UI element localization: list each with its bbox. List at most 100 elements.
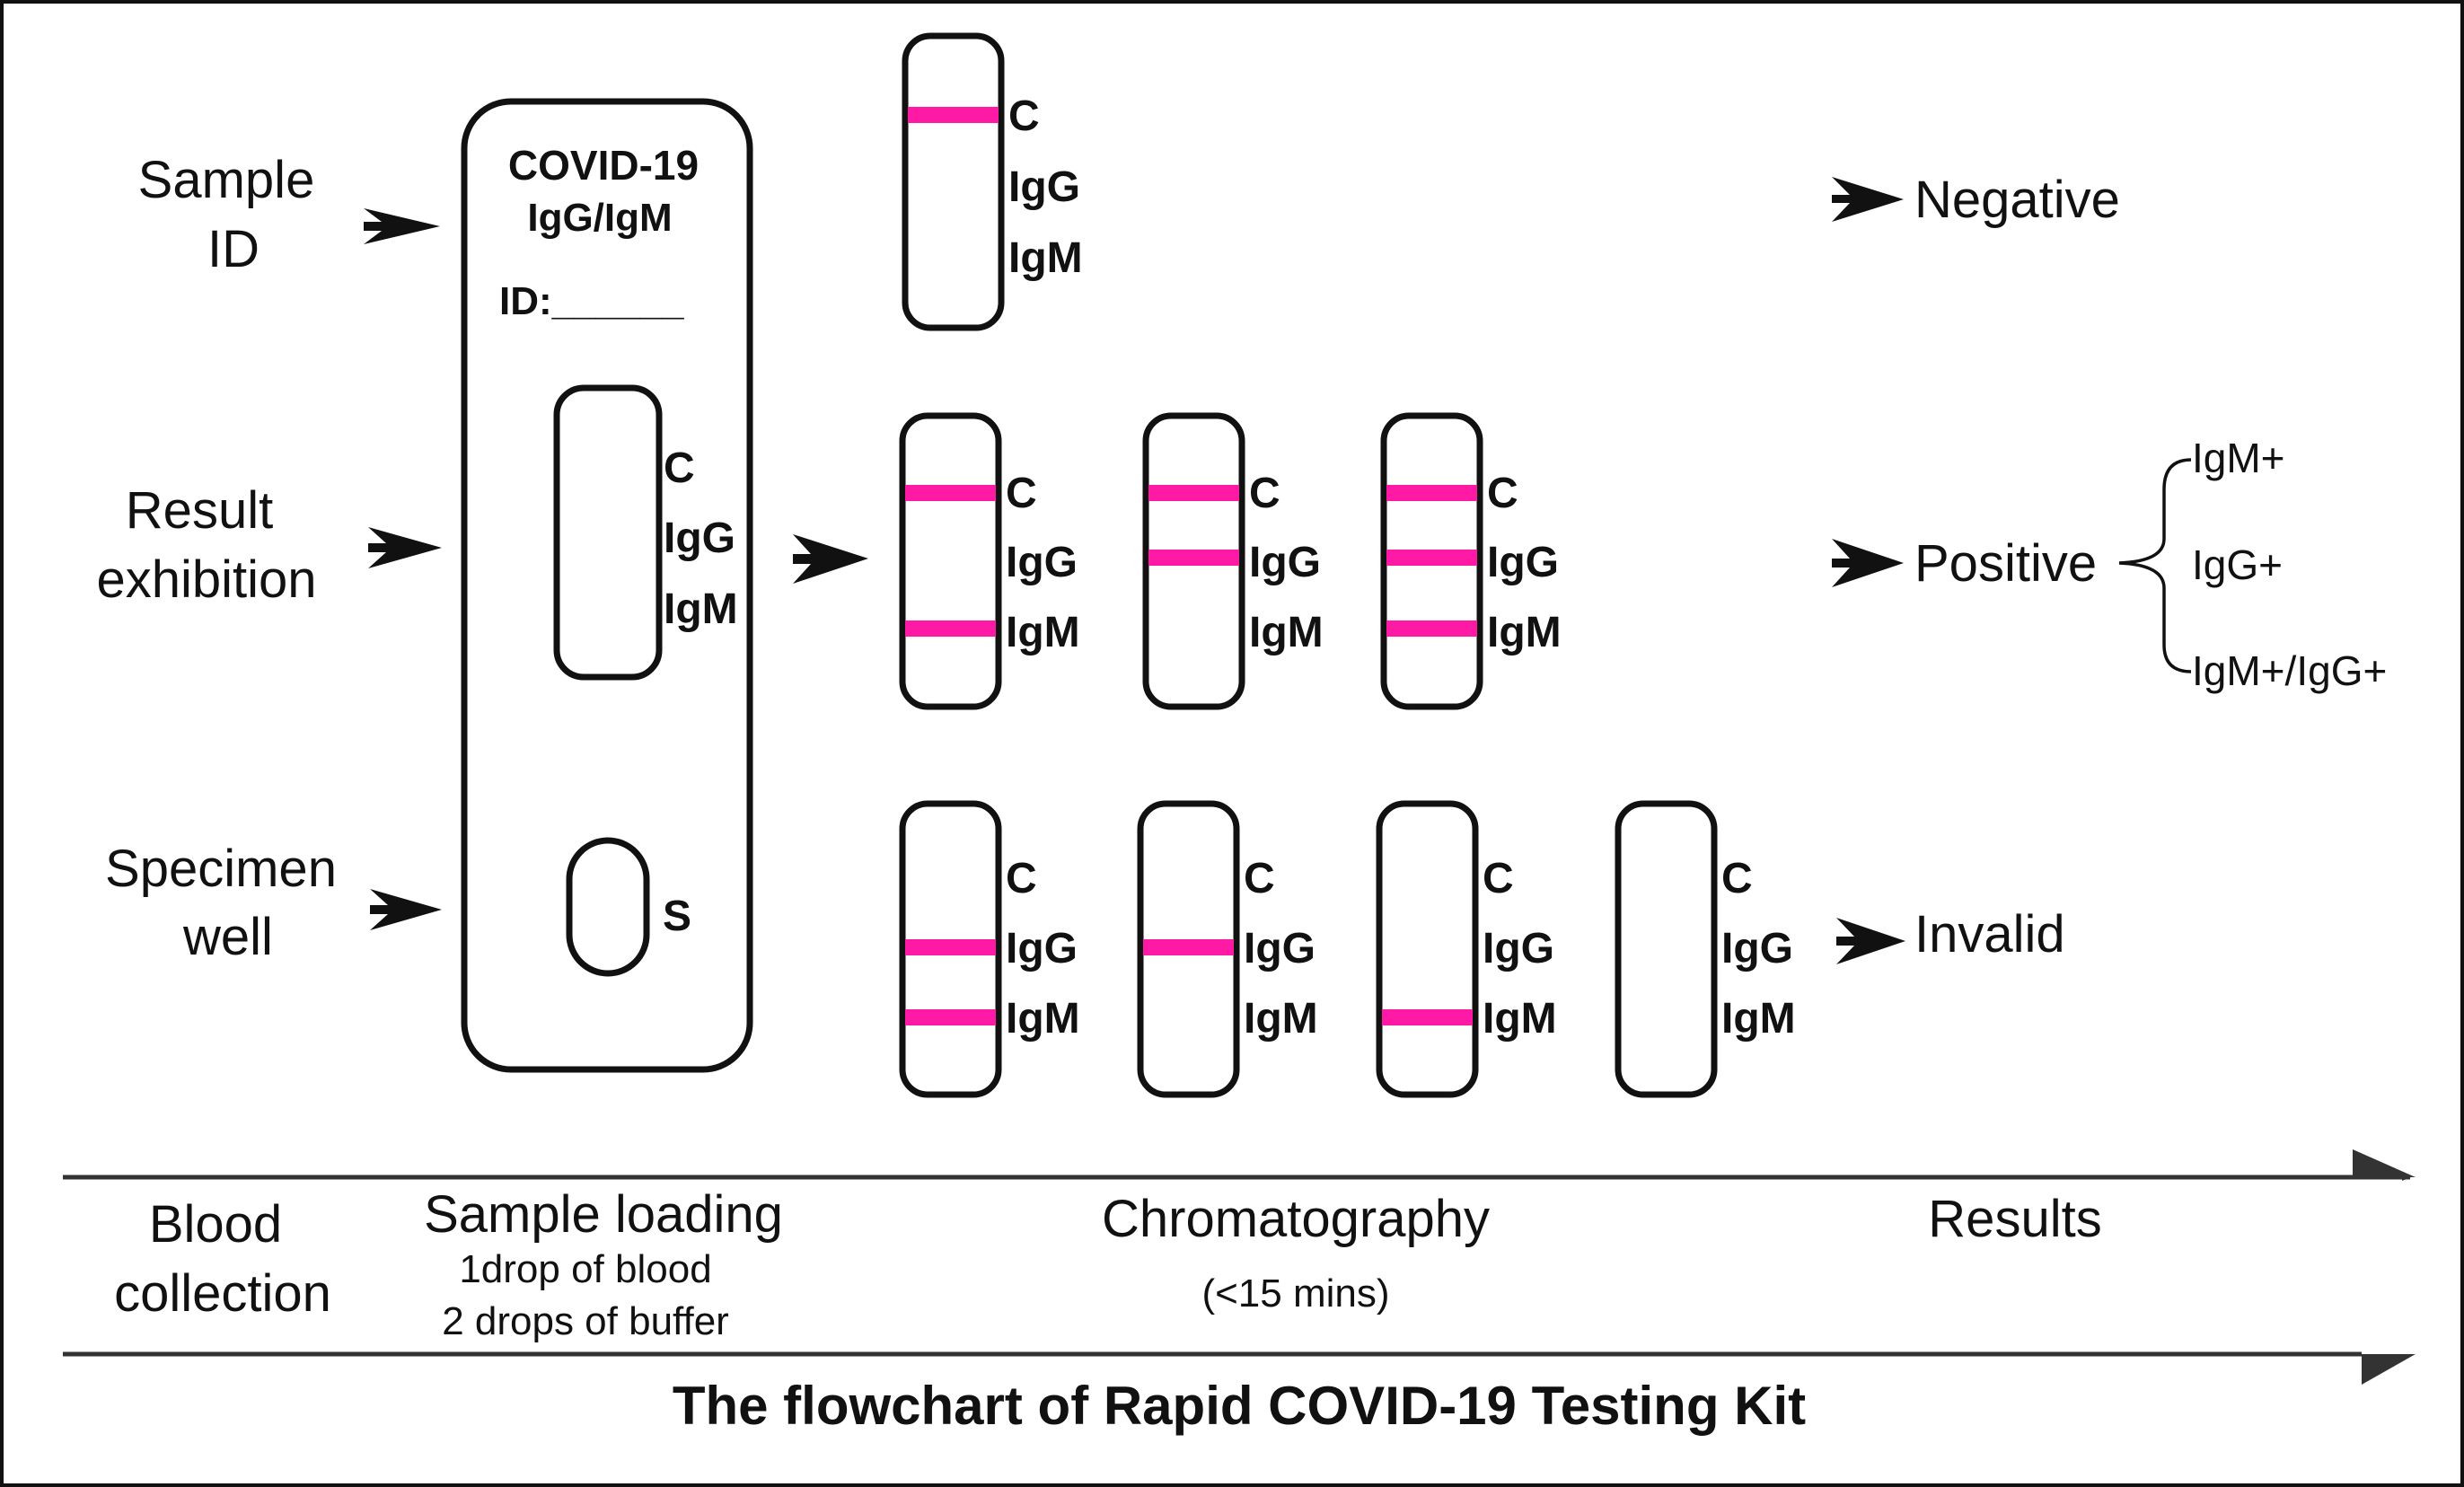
strip-positive-1: C IgG IgM	[899, 412, 1080, 710]
strip-label-c: C	[1006, 470, 1037, 517]
test-cassette: COVID-19 IgG/IgM ID:______ C IgG IgM S	[461, 98, 753, 1073]
arrow-negative	[1832, 177, 1904, 222]
strip-label-igg: IgG	[1249, 539, 1321, 586]
stage-sample-loading-detail-1: 1drop of blood	[459, 1247, 711, 1291]
strip-label-igg: IgG	[1006, 925, 1078, 972]
label-sample-id-line2: ID	[207, 220, 260, 278]
strip-label-igm: IgM	[1008, 234, 1083, 282]
cassette-id-label: ID:______	[499, 279, 684, 323]
strip-label-igm: IgM	[1006, 995, 1080, 1043]
strip-invalid-1: C IgG IgM	[899, 800, 1080, 1098]
strip-label-igg: IgG	[1006, 539, 1078, 586]
subtype-igg: IgG+	[2192, 541, 2283, 588]
band-c	[908, 107, 999, 123]
strip-negative-1: C IgG IgM	[902, 32, 1083, 331]
result-negative: Negative	[1914, 171, 2120, 229]
cassette-well-label: S	[663, 893, 691, 940]
strip-label-igg: IgG	[1487, 539, 1559, 586]
strip-label-c: C	[1008, 92, 1040, 140]
band-igg	[1386, 550, 1477, 566]
cassette-window-label-c: C	[664, 444, 695, 492]
arrow-specimen-well	[370, 889, 442, 930]
strip-invalid-3: C IgG IgM	[1376, 800, 1557, 1098]
arrow-invalid	[1836, 918, 1905, 964]
label-sample-id-line1: Sample	[138, 151, 315, 209]
label-specimen-well-line1: Specimen	[105, 840, 337, 898]
strip-label-igg: IgG	[1721, 925, 1793, 972]
subtype-igm: IgM+	[2192, 435, 2285, 481]
arrow-result-exhibition	[368, 527, 442, 568]
stage-blood-collection-line1: Blood	[149, 1195, 282, 1254]
strip-label-igg: IgG	[1483, 925, 1554, 972]
band-igm	[905, 620, 996, 637]
strip-label-c: C	[1249, 470, 1280, 517]
strip-label-c: C	[1487, 470, 1518, 517]
cassette-result-window	[553, 384, 663, 681]
cassette-window-label-igg: IgG	[664, 515, 735, 562]
strip-outline	[899, 412, 1002, 710]
strip-label-igm: IgM	[1006, 609, 1080, 656]
test-strips: C IgG IgM C IgG IgM C IgG IgM C IgG IgM C IgG IgM C IgG I…	[899, 32, 1796, 1098]
strip-positive-3: C IgG IgM	[1380, 412, 1562, 710]
strip-outline	[1142, 412, 1245, 710]
result-invalid: Invalid	[1914, 905, 2065, 963]
strip-label-igg: IgG	[1244, 925, 1316, 972]
cassette-body	[461, 98, 753, 1073]
strip-label-igm: IgM	[1244, 995, 1318, 1043]
strip-invalid-4: C IgG IgM	[1615, 800, 1796, 1098]
label-specimen-well-line2: well	[182, 908, 273, 966]
strip-label-c: C	[1006, 855, 1037, 902]
label-result-exhibition-line2: exhibition	[96, 550, 316, 609]
strip-label-igm: IgM	[1483, 995, 1557, 1043]
strip-label-c: C	[1244, 855, 1275, 902]
stage-chromatography-note: (<15 mins)	[1201, 1271, 1389, 1315]
timeline-arrowhead-lower	[2362, 1354, 2416, 1385]
band-igg	[1143, 939, 1234, 955]
figure-caption: The flowchart of Rapid COVID-19 Testing …	[673, 1376, 1806, 1436]
stage-sample-loading: Sample loading	[424, 1185, 783, 1244]
timeline-arrowhead-upper	[2353, 1149, 2416, 1177]
strip-invalid-2: C IgG IgM	[1137, 800, 1318, 1098]
strip-label-igm: IgM	[1487, 609, 1562, 656]
cassette-subtitle: IgG/IgM	[527, 196, 672, 240]
arrow-to-chromatography	[793, 534, 868, 584]
label-result-exhibition-line1: Result	[126, 481, 273, 540]
strip-outline	[1615, 800, 1718, 1098]
label-result-exhibition: Result exhibition	[96, 481, 316, 609]
strip-positive-2: C IgG IgM	[1142, 412, 1324, 710]
result-positive: Positive	[1914, 534, 2097, 593]
stage-results: Results	[1928, 1190, 2101, 1248]
strip-label-igm: IgM	[1721, 995, 1796, 1043]
strip-outline	[1376, 800, 1479, 1098]
strip-label-igg: IgG	[1008, 163, 1080, 211]
band-igg	[905, 939, 996, 955]
strip-outline	[1380, 412, 1483, 710]
band-igm	[1386, 620, 1477, 637]
band-igg	[1148, 550, 1239, 566]
label-specimen-well: Specimen well	[105, 840, 337, 966]
stage-chromatography: Chromatography	[1102, 1190, 1490, 1248]
stage-sample-loading-detail-2: 2 drops of buffer	[442, 1299, 729, 1343]
band-igm	[1382, 1009, 1473, 1025]
subtype-igm-igg: IgM+/IgG+	[2192, 647, 2387, 694]
positive-brace	[2118, 458, 2192, 673]
band-c	[1148, 485, 1239, 501]
cassette-window-label-igm: IgM	[664, 585, 738, 633]
strip-label-c: C	[1483, 855, 1514, 902]
strip-label-c: C	[1721, 855, 1753, 902]
band-igm	[905, 1009, 996, 1025]
strip-label-igm: IgM	[1249, 609, 1324, 656]
arrow-sample-id	[364, 208, 440, 244]
arrow-positive	[1832, 539, 1904, 587]
cassette-specimen-well	[566, 837, 650, 977]
band-c	[905, 485, 996, 501]
cassette-title: COVID-19	[508, 142, 699, 189]
strip-outline	[1137, 800, 1240, 1098]
label-sample-id: Sample ID	[138, 151, 315, 278]
strip-outline	[902, 32, 1005, 331]
stage-blood-collection-line2: collection	[114, 1264, 331, 1323]
band-c	[1386, 485, 1477, 501]
